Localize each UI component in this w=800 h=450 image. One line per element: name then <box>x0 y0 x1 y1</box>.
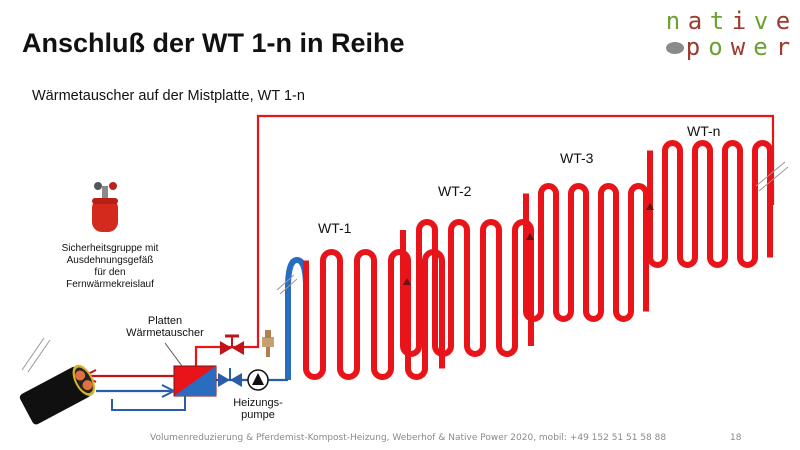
wt3-label: WT-3 <box>560 150 594 166</box>
flow-arrow-icon <box>646 203 654 210</box>
plate-heat-exchanger-icon <box>173 365 217 397</box>
shutoff-valve-blue <box>218 368 242 387</box>
logo-word-native: n a t i v e <box>664 8 792 34</box>
safety-group-label: Sicherheitsgruppe mit Ausdehnungsgefäß f… <box>48 243 172 291</box>
logo-letter: e <box>775 7 791 35</box>
logo-letter: w <box>730 33 746 61</box>
logo-letter: o <box>708 33 723 61</box>
logo-emblem-icon <box>666 42 684 54</box>
wt2-label: WT-2 <box>438 183 472 199</box>
slide-subtitle: Wärmetauscher auf der Mistplatte, WT 1-n <box>32 88 305 104</box>
district-heating-connection <box>83 369 186 411</box>
slide-footer: Volumenreduzierung & Pferdemist-Kompost-… <box>150 433 667 443</box>
heating-pump-label: Heizungs- pumpe <box>228 397 288 421</box>
page-number: 18 <box>730 433 742 443</box>
logo-letter: a <box>687 7 703 35</box>
flow-arrow-icon <box>403 278 411 285</box>
label-line: Wärmetauscher <box>126 327 204 339</box>
plate-exchanger-label: Platten Wärmetauscher <box>118 315 212 339</box>
pressure-fitting-icon <box>262 330 274 357</box>
label-line: Ausdehnungsgefäß <box>66 255 154 266</box>
logo-letter: i <box>731 7 747 35</box>
heat-exchanger-coils <box>303 140 773 380</box>
label-line: Fernwärmekreislauf <box>66 279 154 290</box>
logo-letter: n <box>665 7 681 35</box>
heating-pump-icon <box>247 369 269 391</box>
logo-letter: e <box>753 33 768 61</box>
label-line: Heizungs- <box>233 397 283 409</box>
pipe-break-marks <box>276 161 789 295</box>
label-line: für den <box>94 267 126 278</box>
logo-letter: r <box>775 33 791 61</box>
logo-letter: t <box>709 7 725 35</box>
wt1-label: WT-1 <box>318 220 352 236</box>
district-heating-pipe-icon <box>19 364 96 425</box>
slide-title: Anschluß der WT 1-n in Reihe <box>22 28 405 58</box>
label-line: Platten <box>147 315 183 327</box>
coil-section-1 <box>303 249 445 380</box>
flow-arrow-icon <box>526 233 534 240</box>
wtn-label: WT-n <box>687 123 721 139</box>
logo-word-power: p o w e r <box>664 34 792 60</box>
logo-letter: v <box>753 7 769 35</box>
coil-section-2 <box>400 219 534 357</box>
shutoff-valve-red <box>220 334 244 355</box>
logo-letter: p <box>685 33 701 61</box>
coil-section-4 <box>647 140 773 268</box>
coil-section-3 <box>523 183 649 322</box>
label-line: pumpe <box>241 409 275 421</box>
native-power-logo: n a t i v e p o w e r <box>664 8 792 68</box>
expansion-vessel-icon <box>92 182 118 232</box>
label-line: Sicherheitsgruppe mit <box>61 243 159 254</box>
pipe-break-marks-left <box>21 337 51 373</box>
flow-arrows <box>403 203 654 285</box>
